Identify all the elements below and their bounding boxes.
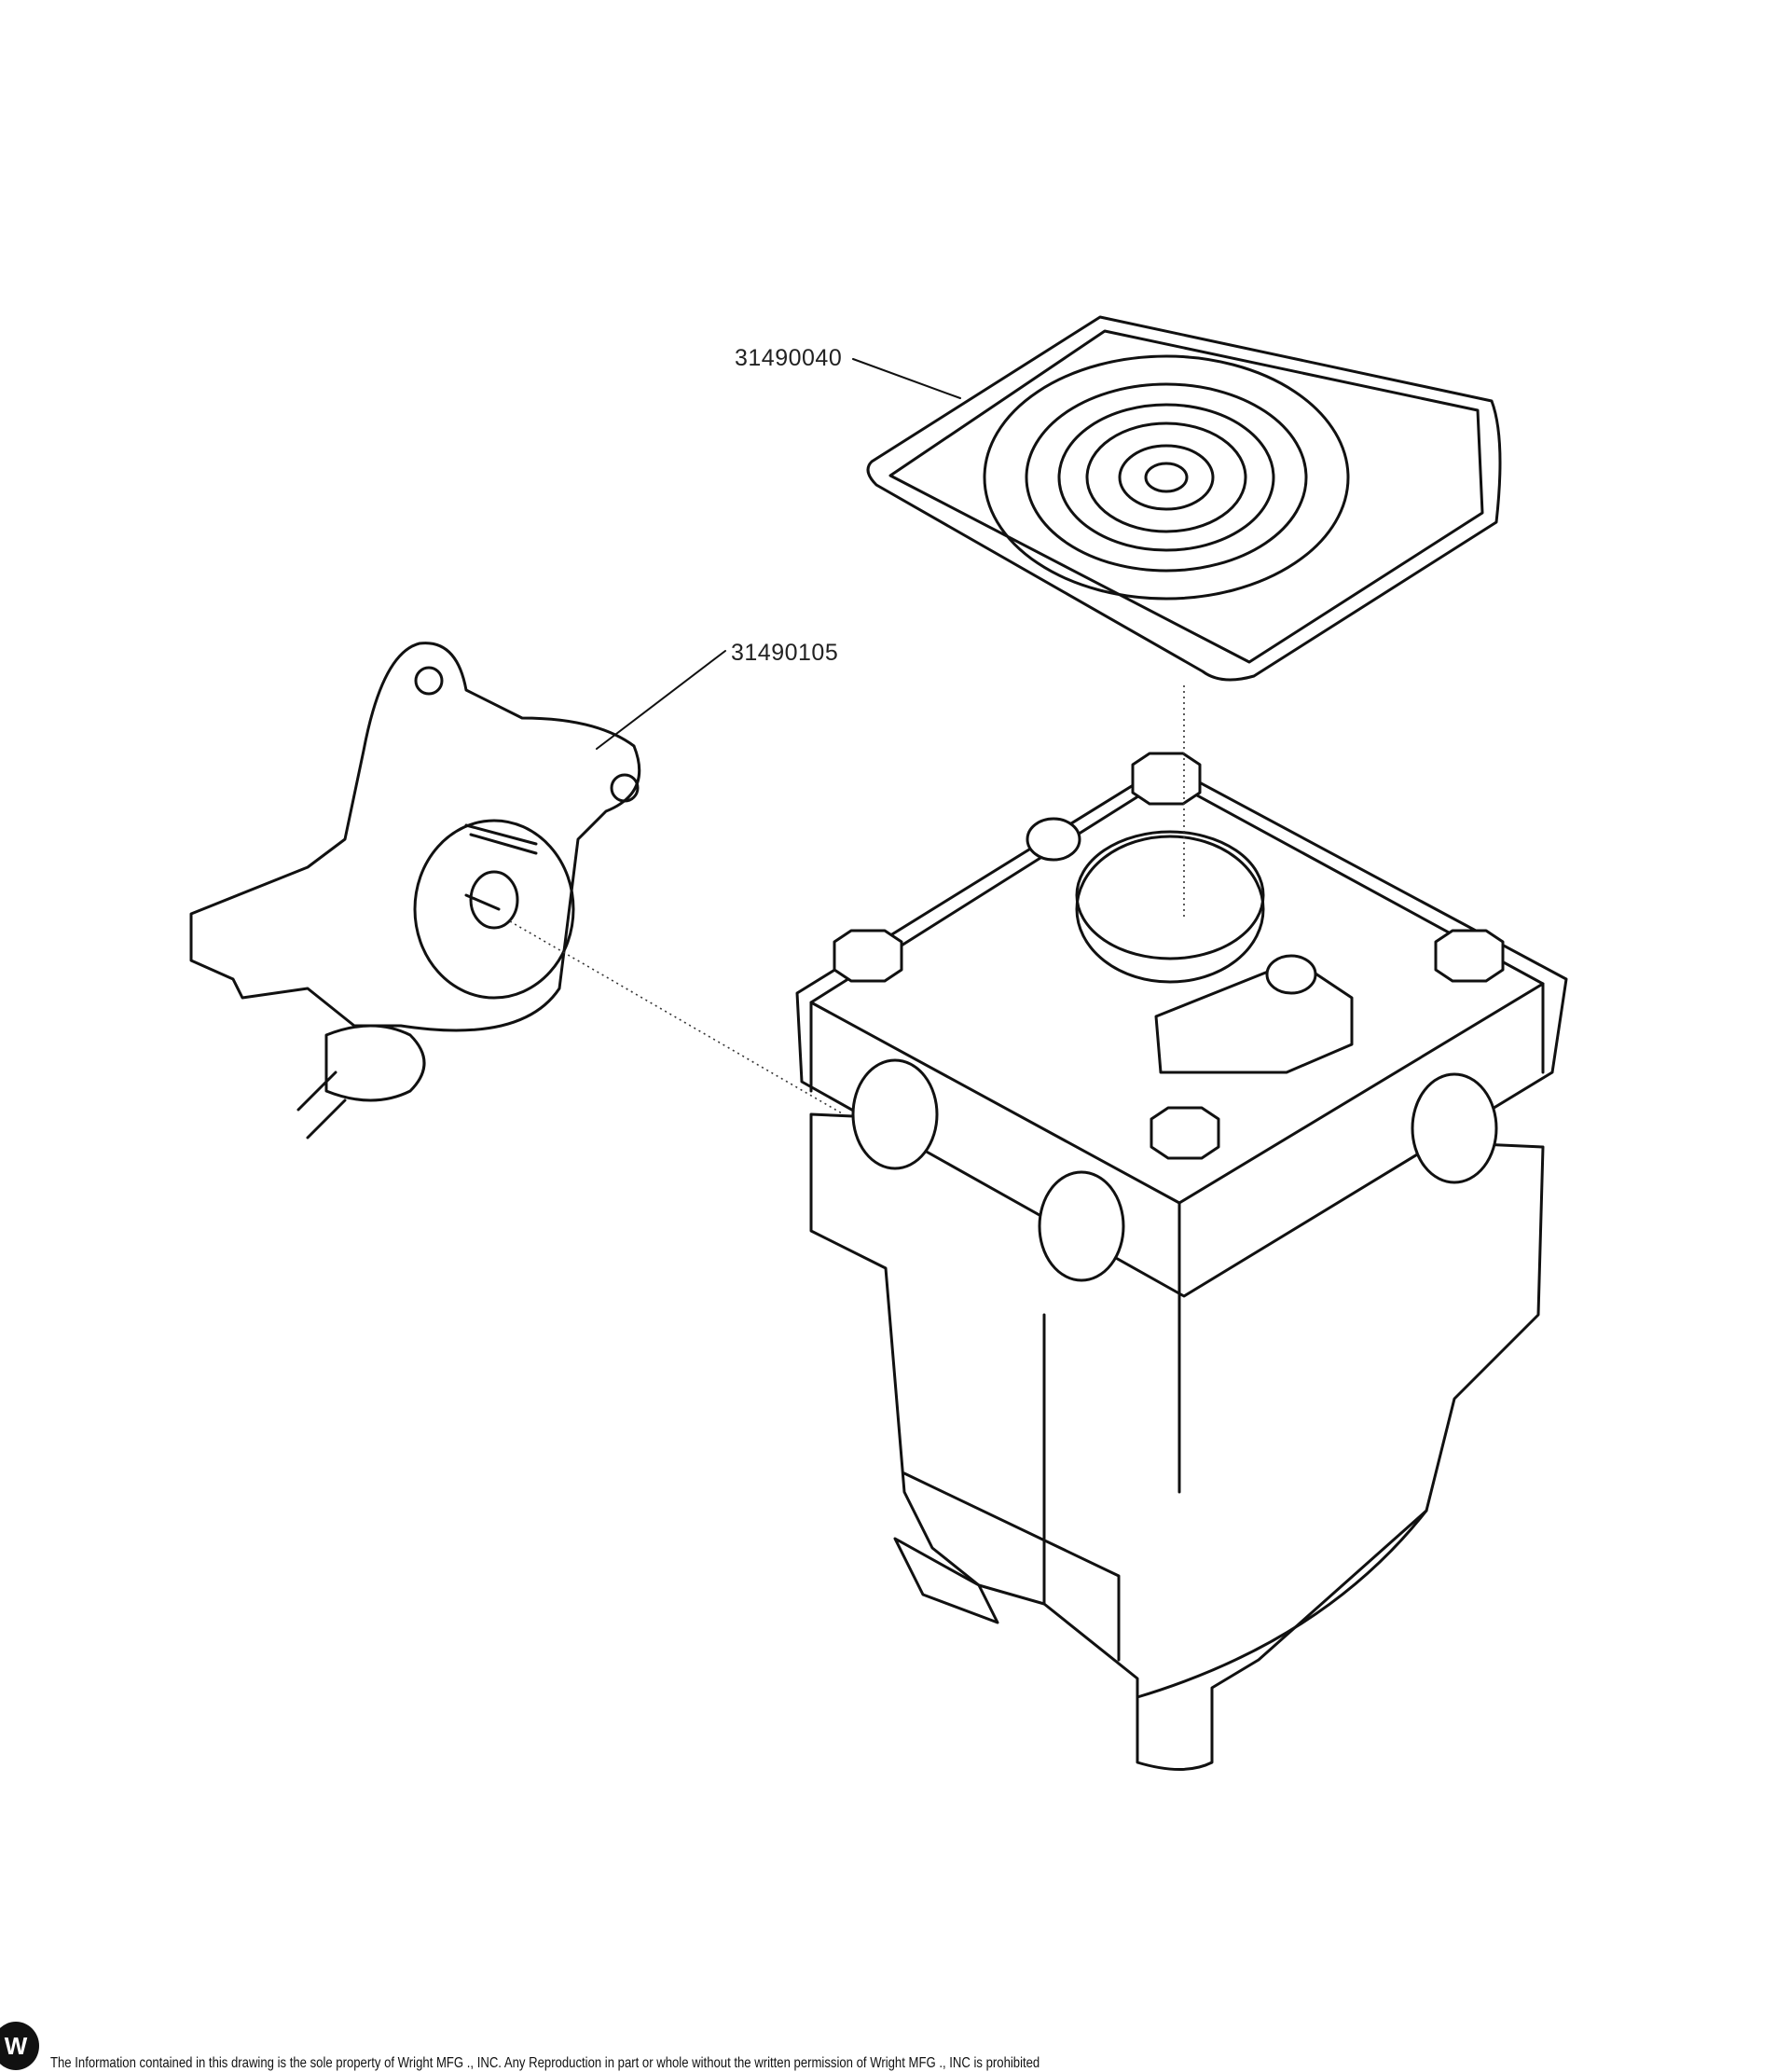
part-number-label: 31490040 [735, 345, 843, 371]
bolt-heads [833, 752, 1505, 1160]
part-number-label: 31490105 [731, 640, 839, 666]
gasket-part [866, 315, 1502, 682]
pump-body-part [795, 752, 1568, 1771]
proprietary-notice: The Information contained in this drawin… [50, 2055, 1040, 2071]
wright-logo: W [0, 2022, 39, 2070]
alignment-line-bracket [509, 920, 843, 1114]
leader-line-31490105 [596, 650, 726, 750]
leader-line-31490040 [852, 358, 961, 399]
control-bracket-part [189, 642, 641, 1140]
